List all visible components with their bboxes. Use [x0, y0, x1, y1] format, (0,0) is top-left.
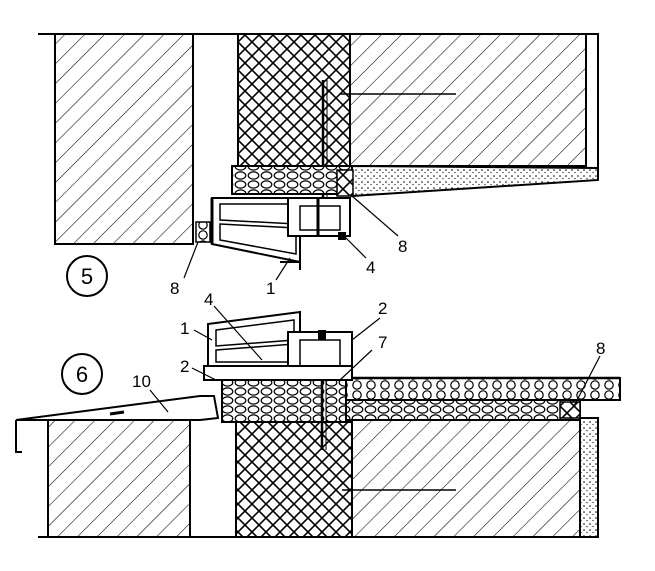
callout-lower-4: 4 [204, 290, 213, 309]
detail-6-label: 6 [76, 362, 88, 387]
lower-bead-insulation [221, 377, 353, 423]
upper-detail: 5 8 1 4 8 [54, 33, 599, 298]
callout-lower-8: 8 [596, 339, 605, 358]
callout-lower-2-top: 2 [378, 299, 387, 318]
upper-lintel [348, 164, 599, 198]
callout-lower-1: 1 [180, 319, 189, 338]
upper-bead-insulation [231, 165, 353, 195]
callout-upper-8-left: 8 [170, 279, 179, 298]
lower-left-wall [47, 419, 191, 538]
lower-right-wall [351, 419, 581, 538]
upper-left-wall [54, 33, 194, 245]
callout-upper-1: 1 [266, 279, 275, 298]
upper-right-wall [349, 33, 587, 167]
detail-5-marker [66, 255, 108, 297]
lower-insulation [235, 419, 353, 538]
lower-detail: 6 4 1 2 10 2 7 8 [15, 290, 621, 538]
callout-lower-2-left: 2 [180, 357, 189, 376]
callout-lower-10: 10 [132, 372, 151, 391]
floor-bottom-layer [345, 399, 581, 421]
callout-upper-4: 4 [366, 258, 375, 277]
callout-lower-7: 7 [378, 333, 387, 352]
upper-insulation [237, 33, 351, 167]
detail-6-marker [61, 353, 103, 395]
external-sill [15, 395, 220, 453]
callout-upper-8-right: 8 [398, 237, 407, 256]
detail-5-label: 5 [81, 264, 93, 289]
upper-window-profile [210, 197, 351, 270]
lower-window-profile [203, 310, 353, 381]
